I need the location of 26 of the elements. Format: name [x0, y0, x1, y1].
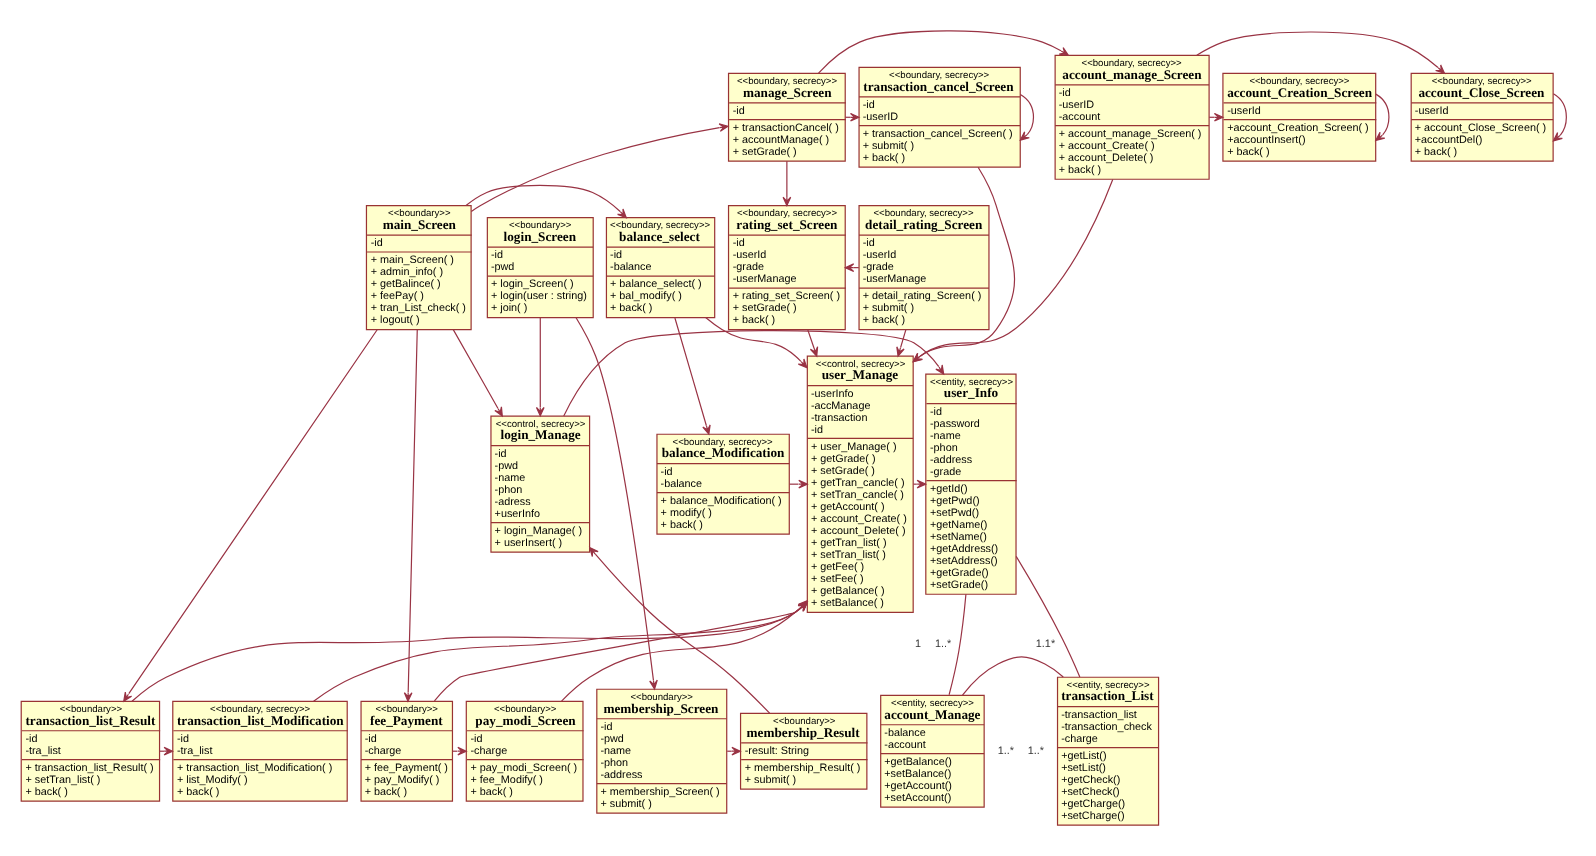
connector: [948, 593, 967, 696]
arrow: [1375, 93, 1390, 142]
arrow: [705, 316, 808, 369]
arrow: [465, 184, 627, 219]
arrow: [1196, 31, 1446, 74]
arrow: [123, 329, 378, 702]
arrow: [403, 329, 418, 702]
arrow: [896, 329, 907, 357]
arrow: [817, 30, 1069, 74]
arrow: [807, 329, 819, 357]
connector: [961, 656, 1064, 696]
arrow: [912, 178, 1114, 363]
arrow: [674, 317, 711, 435]
arrow: [575, 317, 658, 690]
arrow: [912, 166, 1016, 363]
arrow: [563, 329, 945, 417]
arrow: [726, 746, 741, 756]
connector: [1015, 555, 1081, 678]
arrow: [782, 160, 792, 207]
arrow: [1552, 93, 1567, 142]
arrow: [1019, 93, 1035, 141]
arrow: [912, 479, 927, 489]
arrow: [452, 329, 503, 417]
arrow: [535, 317, 545, 417]
arrow: [470, 123, 729, 212]
arrow: [589, 547, 771, 714]
